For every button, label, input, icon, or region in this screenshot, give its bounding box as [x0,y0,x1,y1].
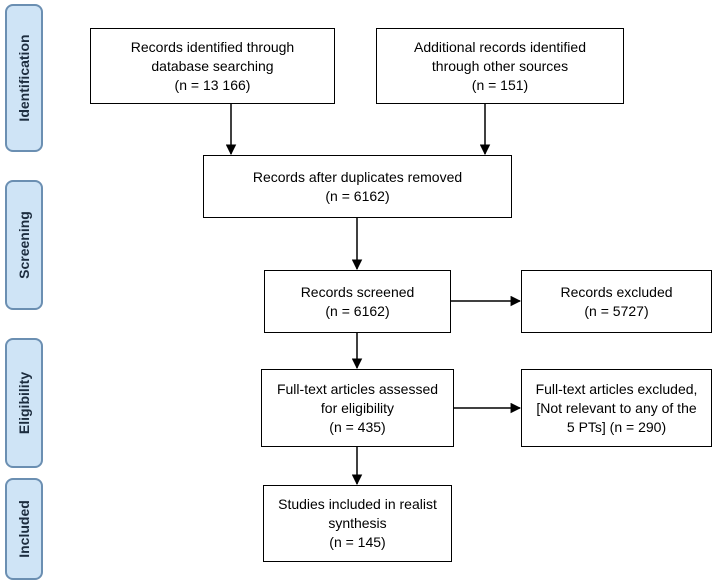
stage-eligibility-label: Eligibility [16,371,32,435]
stage-screening: Screening [5,180,43,310]
database-line-1: Records identified through [130,38,295,55]
included-count: (n = 145) [329,534,386,550]
fulltext-assessed-count: (n = 435) [329,418,386,435]
box-fulltext-assessed: Full-text articles assessed for eligibil… [261,369,454,447]
stage-identification-label: Identification [16,34,32,122]
database-line-2: database searching [151,57,274,74]
included-line-1: Studies included in realist [278,496,437,512]
fulltext-excluded-line-1: Full-text articles excluded, [535,380,698,397]
screened-count: (n = 6162) [325,302,390,319]
stage-screening-label: Screening [16,211,32,279]
stage-included: Included [5,478,43,580]
box-records-screened: Records screened (n = 6162) [264,270,451,333]
box-other-sources: Additional records identified through ot… [376,28,624,104]
other-sources-line-1: Additional records identified [414,38,586,55]
database-count: (n = 13 166) [174,76,251,93]
after-duplicates-line-1: Records after duplicates removed [252,168,463,185]
fulltext-excluded-line-2: [Not relevant to any of the [536,399,697,416]
stage-included-label: Included [16,500,32,558]
excluded-line-1: Records excluded [560,283,673,300]
excluded-count: (n = 5727) [584,302,649,319]
after-duplicates-count: (n = 6162) [325,187,390,204]
included-line-2: synthesis [328,515,387,531]
box-records-excluded: Records excluded (n = 5727) [521,270,712,333]
other-sources-count: (n = 151) [471,76,529,93]
box-studies-included: Studies included in realist synthesis (n… [263,485,452,562]
box-database-searching: Records identified through database sear… [90,28,335,104]
fulltext-assessed-line-1: Full-text articles assessed [276,380,439,397]
stage-identification: Identification [5,4,43,152]
fulltext-assessed-line-2: for eligibility [320,399,395,416]
box-after-duplicates: Records after duplicates removed (n = 61… [203,155,512,218]
screened-line-1: Records screened [300,283,415,300]
box-fulltext-excluded: Full-text articles excluded, [Not releva… [521,369,712,447]
stage-eligibility: Eligibility [5,338,43,468]
other-sources-line-2: through other sources [431,57,569,74]
fulltext-excluded-line-3: 5 PTs] (n = 290) [566,418,667,435]
